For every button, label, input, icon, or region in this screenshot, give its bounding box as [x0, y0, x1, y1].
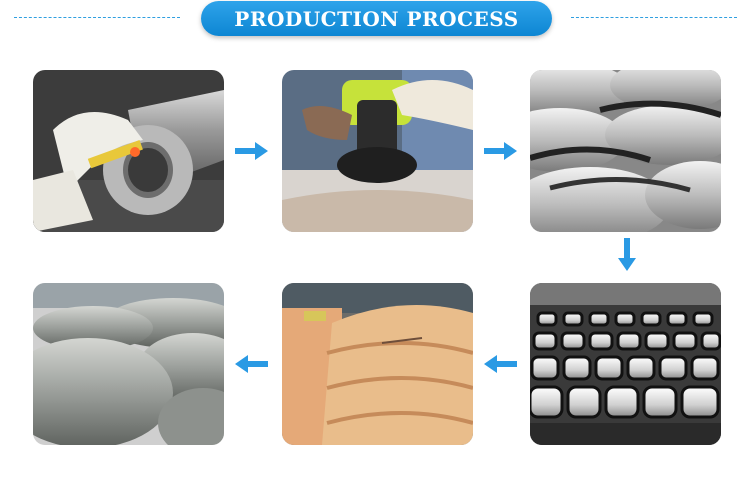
header-divider-right: [571, 17, 737, 18]
header-divider-left: [14, 17, 180, 18]
arrow-left-icon: [235, 355, 268, 373]
welding-flange-photo: [33, 70, 224, 232]
arrow-down-icon: [618, 238, 636, 271]
polished-half-shells-photo: [530, 70, 721, 232]
arrow-left-icon: [484, 355, 517, 373]
title-banner: PRODUCTION PROCESS: [201, 1, 552, 36]
carton-packed-shells-photo: [282, 283, 473, 445]
arrow-right-icon: [484, 142, 517, 160]
arrow-right-icon: [235, 142, 268, 160]
film-wrapped-shells-photo: [33, 283, 224, 445]
page-title: PRODUCTION PROCESS: [234, 6, 519, 31]
angle-grinding-photo: [282, 70, 473, 232]
finished-shells-rows-photo: [530, 283, 721, 445]
